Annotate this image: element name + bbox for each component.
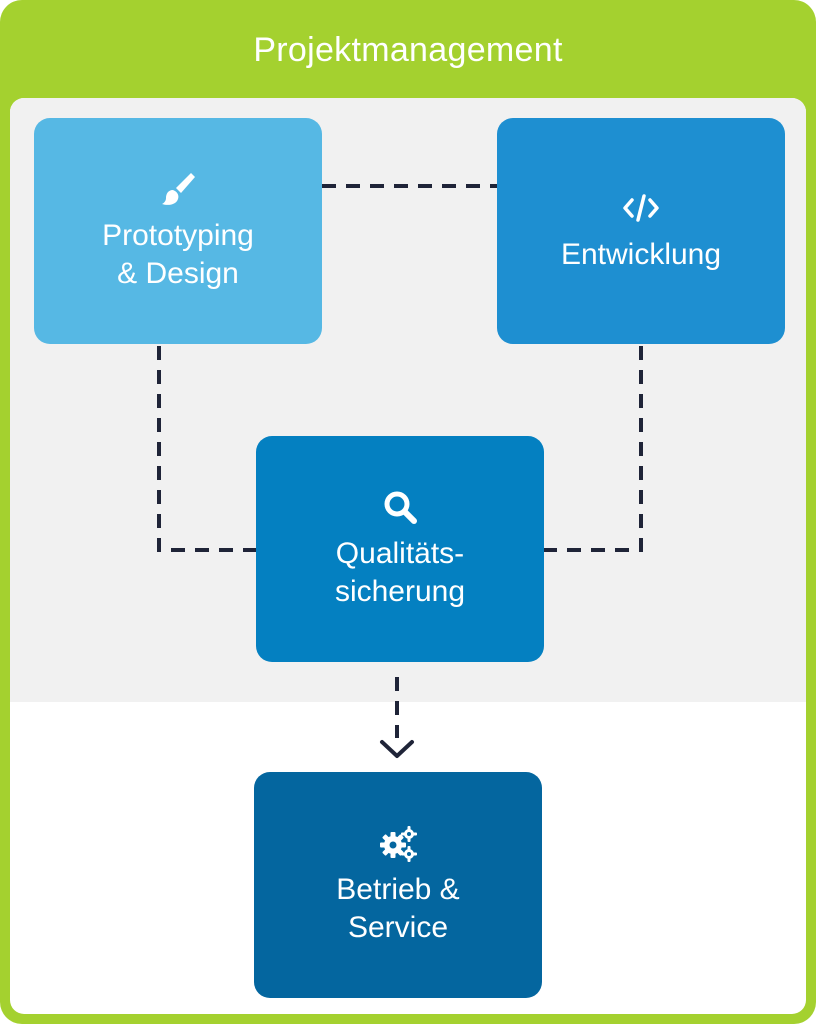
- connector-design-qa: [157, 346, 256, 552]
- connector-dev-qa: [544, 346, 643, 552]
- node-betrieb-service: Betrieb & Service: [254, 772, 542, 998]
- gears-icon: [380, 826, 417, 862]
- node-label: Qualitäts- sicherung: [334, 537, 466, 608]
- magnifier-icon: [384, 491, 417, 524]
- node-label: Entwicklung: [560, 238, 722, 271]
- node-label: Prototyping & Design: [102, 219, 254, 290]
- code-icon: [623, 194, 659, 222]
- node-label: Betrieb & Service: [336, 873, 460, 944]
- paintbrush-icon: [162, 173, 195, 205]
- node-prototyping-design: Prototyping & Design: [34, 118, 322, 344]
- node-entwicklung: Entwicklung: [497, 118, 785, 344]
- page-title: Projektmanagement: [253, 30, 563, 69]
- node-qualitaetssicherung: Qualitäts- sicherung: [256, 436, 544, 662]
- chevron-down-icon: [380, 740, 414, 758]
